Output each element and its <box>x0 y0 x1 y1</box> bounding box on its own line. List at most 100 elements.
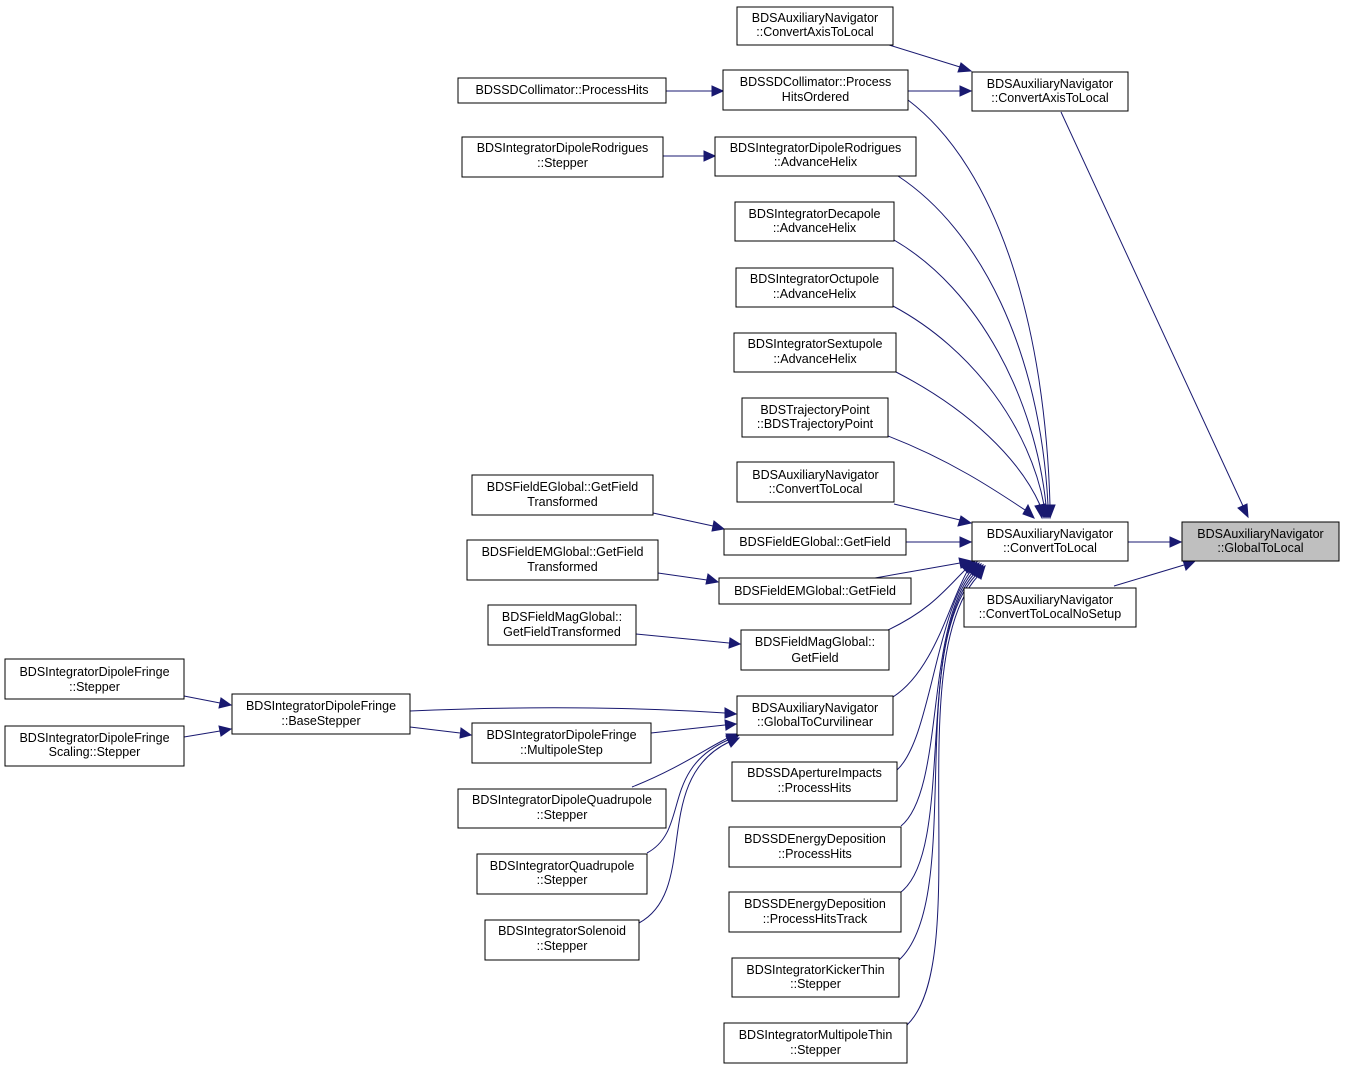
node-line1: BDSIntegratorQuadrupole <box>490 859 635 873</box>
node-dipole-rodrigues-stepper[interactable]: BDSIntegratorDipoleRodrigues ::Stepper <box>461 136 664 178</box>
node-global-to-curvilinear[interactable]: BDSAuxiliaryNavigator ::GlobalToCurvilin… <box>736 695 894 736</box>
edge-ordered-to-convert-to-local <box>907 99 1056 520</box>
node-line2: ::ConvertToLocal <box>769 482 863 496</box>
edge-trajectory-to-convert-to-local <box>887 435 1035 519</box>
node-line1: BDSIntegratorDipoleFringe <box>246 699 396 713</box>
node-line2: ::ProcessHitsTrack <box>763 912 868 926</box>
node-line1: BDSSDCollimator::ProcessHits <box>476 83 649 97</box>
node-convert-to-local-no-setup[interactable]: BDSAuxiliaryNavigator ::ConvertToLocalNo… <box>963 587 1137 628</box>
edge-e-getfield-to-convert-to-local <box>906 536 973 548</box>
node-line1: BDSAuxiliaryNavigator <box>752 468 878 482</box>
node-line2: ::AdvanceHelix <box>774 155 858 169</box>
node-convert-to-local-caller[interactable]: BDSAuxiliaryNavigator ::ConvertToLocal <box>736 461 895 503</box>
node-dipole-fringe-multipole-step[interactable]: BDSIntegratorDipoleFringe ::MultipoleSte… <box>471 722 652 764</box>
node-line2: ::MultipoleStep <box>520 743 603 757</box>
node-line1: BDSIntegratorDipoleRodrigues <box>477 141 649 155</box>
node-line1: BDSIntegratorDipoleFringe <box>19 731 169 745</box>
node-line1: BDSTrajectoryPoint <box>760 403 870 417</box>
node-convert-to-local[interactable]: BDSAuxiliaryNavigator ::ConvertToLocal <box>971 521 1129 562</box>
node-convert-axis-to-local-left[interactable]: BDSAuxiliaryNavigator ::ConvertAxisToLoc… <box>736 6 894 46</box>
node-line1: BDSAuxiliaryNavigator <box>752 701 878 715</box>
edge-base-stepper-to-curvilinear <box>409 707 738 719</box>
node-line2: ::AdvanceHelix <box>773 221 857 235</box>
node-line1: BDSIntegratorDipoleQuadrupole <box>472 793 652 807</box>
node-trajectory-point[interactable]: BDSTrajectoryPoint ::BDSTrajectoryPoint <box>741 397 889 438</box>
edge-mag-transformed-to-mag-getfield <box>635 633 742 649</box>
edge-convert-axis-a-to-b <box>888 44 973 73</box>
node-line2: ::GlobalToCurvilinear <box>757 715 873 729</box>
node-line1: BDSSDCollimator::Process <box>740 75 891 89</box>
node-line2: ::Stepper <box>790 977 841 991</box>
node-dipole-fringe-base-stepper[interactable]: BDSIntegratorDipoleFringe ::BaseStepper <box>231 693 411 735</box>
node-line2: ::ProcessHits <box>778 847 852 861</box>
node-field-mag-global-get-field[interactable]: BDSFieldMagGlobal:: GetField <box>740 629 890 671</box>
node-multipole-thin-stepper[interactable]: BDSIntegratorMultipoleThin ::Stepper <box>723 1022 908 1064</box>
edge-rodrigues-to-convert-to-local <box>897 175 1054 520</box>
edge-fringe-stepper-to-base-stepper <box>183 695 233 709</box>
edge-multipole-step-to-curvilinear <box>650 719 738 734</box>
node-field-e-global-get-field-transformed[interactable]: BDSFieldEGlobal::GetField Transformed <box>471 474 654 516</box>
node-line2: ::Stepper <box>537 156 588 170</box>
node-line1: BDSSDEnergyDeposition <box>744 897 886 911</box>
node-line1: BDSIntegratorOctupole <box>750 272 879 286</box>
node-sextupole-advance-helix[interactable]: BDSIntegratorSextupole ::AdvanceHelix <box>733 332 897 373</box>
node-line1: BDSSDApertureImpacts <box>747 766 882 780</box>
node-line2: ::BDSTrajectoryPoint <box>757 417 874 431</box>
node-line1: BDSIntegratorMultipoleThin <box>739 1028 893 1042</box>
node-line1: BDSAuxiliaryNavigator <box>1197 527 1323 541</box>
node-sd-collimator-process-hits-ordered[interactable]: BDSSDCollimator::Process HitsOrdered <box>722 69 909 111</box>
node-line1: BDSSDEnergyDeposition <box>744 832 886 846</box>
node-global-to-local[interactable]: BDSAuxiliaryNavigator ::GlobalToLocal <box>1181 521 1340 562</box>
node-line2: ::ConvertAxisToLocal <box>991 91 1108 105</box>
node-aperture-impacts-process-hits[interactable]: BDSSDApertureImpacts ::ProcessHits <box>731 761 898 802</box>
node-line2: Transformed <box>527 495 597 509</box>
node-field-mag-global-get-field-transformed[interactable]: BDSFieldMagGlobal:: GetFieldTransformed <box>487 604 637 646</box>
edge-e-transformed-to-e-getfield <box>652 512 726 532</box>
node-line1: BDSIntegratorDecapole <box>748 207 880 221</box>
node-solenoid-stepper[interactable]: BDSIntegratorSolenoid ::Stepper <box>484 919 640 961</box>
node-line2: GetField <box>791 651 838 665</box>
edge-convert-to-local-b-to-convert-to-local <box>893 503 973 527</box>
node-dipole-fringe-stepper[interactable]: BDSIntegratorDipoleFringe ::Stepper <box>4 658 185 700</box>
node-line1: BDSFieldMagGlobal:: <box>502 610 622 624</box>
edge-em-transformed-to-em-getfield <box>657 572 720 585</box>
node-line2: GetFieldTransformed <box>503 625 621 639</box>
node-sd-collimator-process-hits[interactable]: BDSSDCollimator::ProcessHits <box>457 77 667 104</box>
node-field-e-global-get-field[interactable]: BDSFieldEGlobal::GetField <box>723 528 907 556</box>
node-line1: BDSIntegratorSolenoid <box>498 924 626 938</box>
edge-base-stepper-to-multipole-step <box>409 726 473 739</box>
node-dipole-quadrupole-stepper[interactable]: BDSIntegratorDipoleQuadrupole ::Stepper <box>457 788 667 829</box>
node-line2: ::BaseStepper <box>281 714 360 728</box>
node-kicker-thin-stepper[interactable]: BDSIntegratorKickerThin ::Stepper <box>731 957 900 998</box>
node-line2: HitsOrdered <box>782 90 849 104</box>
edge-solenoid-to-curvilinear <box>638 737 741 924</box>
node-energy-deposition-process-hits-track[interactable]: BDSSDEnergyDeposition ::ProcessHitsTrack <box>728 891 902 933</box>
node-line2: ::ConvertAxisToLocal <box>756 25 873 39</box>
node-line1: BDSFieldEGlobal::GetField <box>487 480 639 494</box>
node-line2: ::Stepper <box>790 1043 841 1057</box>
node-line1: BDSIntegratorDipoleFringe <box>486 728 636 742</box>
edge-convert-axis-to-local-to-global-to-local <box>1060 111 1249 519</box>
node-line1: BDSIntegratorDipoleFringe <box>19 665 169 679</box>
node-dipole-rodrigues-advance-helix[interactable]: BDSIntegratorDipoleRodrigues ::AdvanceHe… <box>714 136 917 177</box>
edge-em-getfield-to-convert-to-local <box>874 557 973 579</box>
node-octupole-advance-helix[interactable]: BDSIntegratorOctupole ::AdvanceHelix <box>735 267 894 308</box>
node-line2: ::GlobalToLocal <box>1217 541 1303 555</box>
node-line2: ::ConvertToLocal <box>1003 541 1097 555</box>
node-convert-axis-to-local[interactable]: BDSAuxiliaryNavigator ::ConvertAxisToLoc… <box>971 71 1129 112</box>
node-quadrupole-stepper[interactable]: BDSIntegratorQuadrupole ::Stepper <box>476 853 648 895</box>
node-energy-deposition-process-hits[interactable]: BDSSDEnergyDeposition ::ProcessHits <box>728 826 902 868</box>
node-field-em-global-get-field-transformed[interactable]: BDSFieldEMGlobal::GetField Transformed <box>466 539 659 581</box>
edge-rodrigues-stepper-to-advance <box>663 150 717 162</box>
node-line2: ::ConvertToLocalNoSetup <box>979 607 1121 621</box>
node-line2: Transformed <box>527 560 597 574</box>
node-line1: BDSFieldEMGlobal::GetField <box>734 584 896 598</box>
edges <box>183 44 1249 1026</box>
node-decapole-advance-helix[interactable]: BDSIntegratorDecapole ::AdvanceHelix <box>734 201 895 242</box>
node-line1: BDSAuxiliaryNavigator <box>987 593 1113 607</box>
edge-sd-collimator-ordered-to-convert-axis <box>908 85 973 97</box>
node-dipole-fringe-scaling-stepper[interactable]: BDSIntegratorDipoleFringe Scaling::Stepp… <box>4 725 185 767</box>
node-field-em-global-get-field[interactable]: BDSFieldEMGlobal::GetField <box>718 577 912 605</box>
node-line1: BDSIntegratorSextupole <box>748 337 883 351</box>
